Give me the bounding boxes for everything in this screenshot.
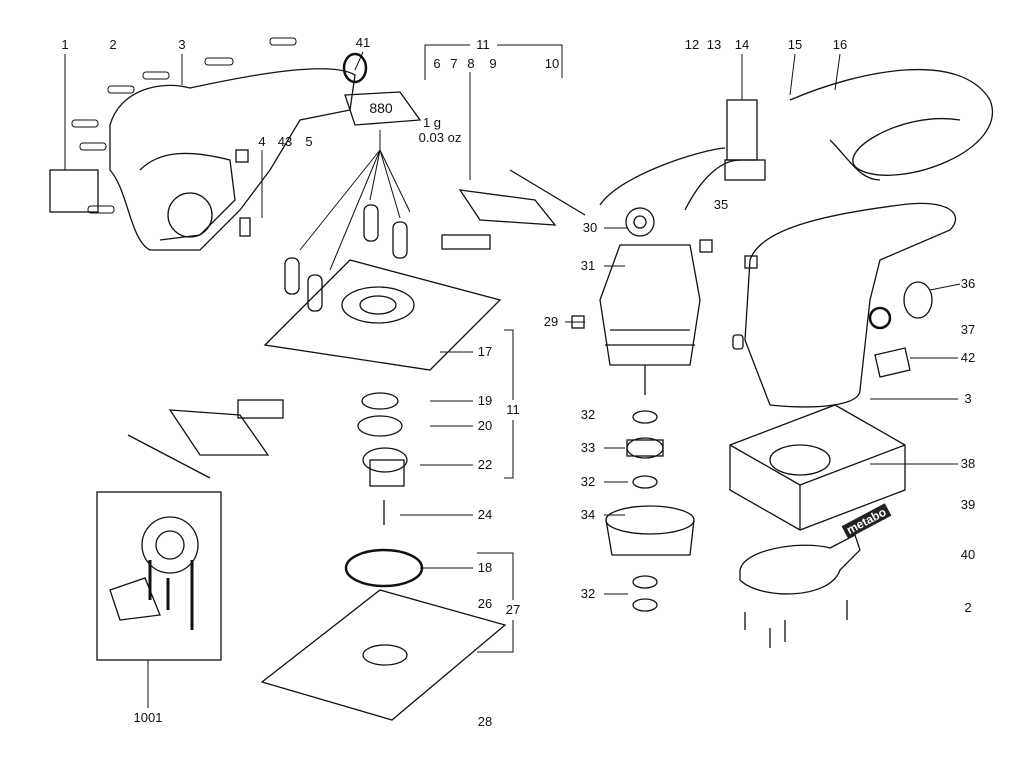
part-label: 29 [543,314,559,329]
part-label: 4 [258,134,266,149]
part-label: 32 [580,407,596,422]
part-label: 12 [684,37,700,52]
part-label: 27 [505,602,521,617]
part-label: 34 [580,507,596,522]
part-label: 17 [477,344,493,359]
dust-adapter [739,534,861,595]
part-label: 20 [477,418,493,433]
part-label: 43 [277,134,293,149]
screws [71,37,297,214]
part-label: 15 [787,37,803,52]
part-label: 3 [178,37,186,52]
part-label: 14 [734,37,750,52]
part-label: 11 [506,402,520,417]
part-label: 22 [477,457,493,472]
part-label: 5 [305,134,313,149]
part-label: 28 [477,714,493,729]
part-label: 13 [706,37,722,52]
part-label: 36 [960,276,976,291]
part-label: 31 [580,258,596,273]
ring-18 [344,548,424,588]
o-ring [342,52,368,84]
dust-box [729,404,906,531]
part-label: 19 [477,393,493,408]
part-label: 1001 [133,710,163,725]
part-label: 32 [580,586,596,601]
part-label: 41 [355,35,371,50]
inset-1001 [96,491,222,661]
part-label: 16 [832,37,848,52]
part-label: 42 [960,350,976,365]
sanding-pad [260,589,507,721]
part-label: 33 [580,440,596,455]
housing-right [744,202,957,408]
part-label: 2 [109,37,117,52]
part-label: 26 [477,596,493,611]
fan [605,505,695,535]
housing-half [109,68,356,251]
part-label: 37 [960,322,976,337]
part-label: 2 [964,600,972,615]
pad-carrier [263,259,502,371]
part-label: 35 [713,197,729,212]
part-label: 32 [580,474,596,489]
grease-code: 880 [369,100,393,116]
part-label: 38 [960,456,976,471]
part-label: 24 [477,507,493,522]
label-plate [49,169,99,213]
part-label: 39 [960,497,976,512]
part-label: 18 [477,560,493,575]
part-label: 9 [489,56,497,71]
leader-lines [64,44,961,708]
part-label: 3 [964,391,972,406]
grease-amount: 1 g [422,115,442,130]
motor [599,244,701,366]
part-label: 6 [433,56,441,71]
part-label: 11 [476,37,490,52]
part-label: 30 [582,220,598,235]
part-label: 1 [61,37,69,52]
part-label: 40 [960,547,976,562]
part-label: 10 [544,56,560,71]
grease-amount-oz: 0.03 oz [418,130,462,145]
part-label: 7 [450,56,458,71]
part-label: 8 [467,56,475,71]
grease-tube [344,91,422,126]
